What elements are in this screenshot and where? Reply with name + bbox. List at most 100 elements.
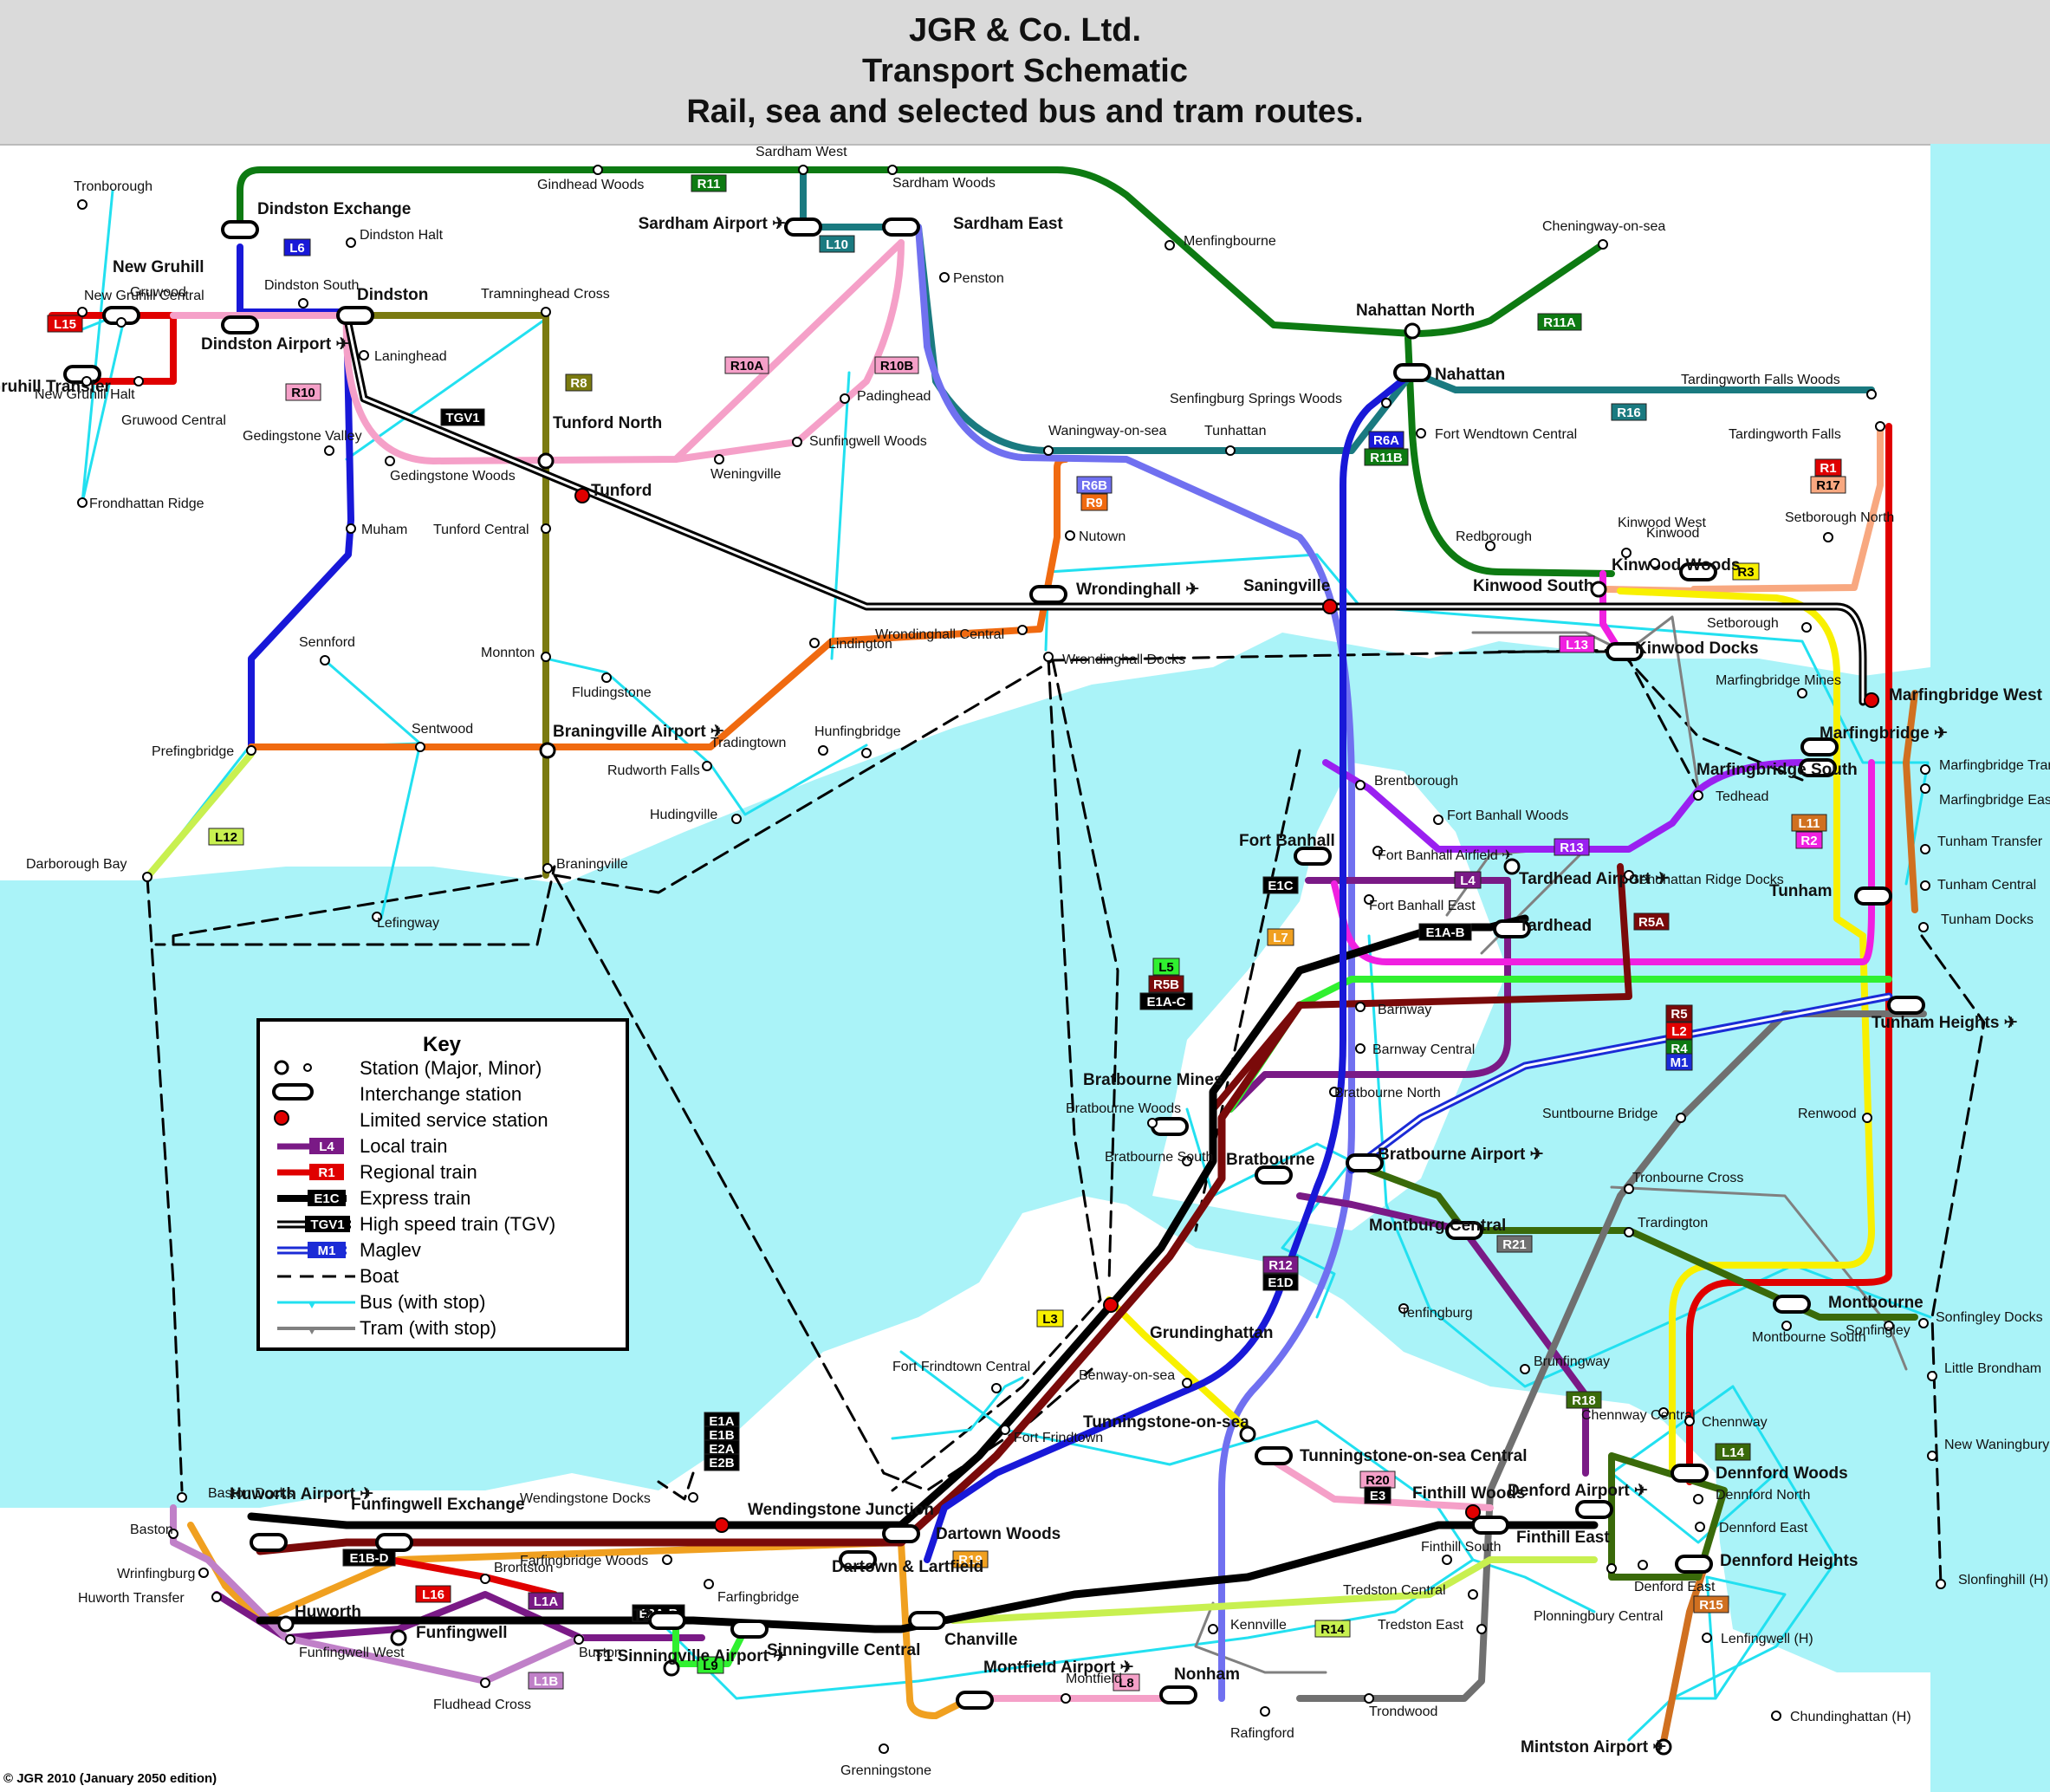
station-chanville[interactable]: Chanville [908,1611,1017,1649]
station-hunfingbridge[interactable]: Hunfingbridge [814,724,901,758]
station-huworth-airport[interactable]: Huworth Airport ✈ [230,1485,373,1552]
station-cheningway-on-sea[interactable]: Cheningway-on-sea [1542,219,1665,250]
station-tedhead[interactable]: Tedhead [1693,789,1768,804]
station-lenfingwell-h[interactable]: Lenfingwell (H) [1702,1632,1813,1646]
station-tunham-docks[interactable]: Tunham Docks [1918,912,2034,932]
station-farfingbridge-woods[interactable]: Farfingbridge Woods [520,1554,672,1568]
station-little-brondham[interactable]: Little Brondham [1927,1361,2041,1381]
station-prefingbridge[interactable]: Prefingbridge [152,744,256,759]
transport-map[interactable] [0,144,2050,1792]
station-wrondinghall-central[interactable]: Wrondinghall Central [875,625,1028,642]
station-sardham-airport[interactable]: Sardham Airport ✈ [639,215,822,237]
station-rudworth-falls[interactable]: Rudworth Falls [607,761,712,778]
station-slonfinghill-h[interactable]: Slonfinghill (H) [1936,1573,2048,1589]
station-lefingway[interactable]: Lefingway [372,912,439,931]
station-fort-banhall-woods[interactable]: Fort Banhall Woods [1433,808,1568,825]
station-dennford-woods[interactable]: Dennford Woods [1670,1464,1848,1483]
station-suntbourne-bridge[interactable]: Suntbourne Bridge [1542,1107,1686,1123]
station-t2[interactable]: T2 [633,1607,686,1630]
station-tunford-north[interactable]: Tunford North [537,414,662,470]
station-tunford-central[interactable]: Tunford Central [433,523,551,537]
station-tunham-transfer[interactable]: Tunham Transfer [1920,834,2043,854]
station-brentborough[interactable]: Brentborough [1355,774,1458,790]
station-rafingford[interactable]: Rafingford [1230,1706,1294,1741]
station-wendingstone-docks[interactable]: Wendingstone Docks [520,1491,698,1506]
station-grenningstone[interactable]: Grenningstone [840,1743,931,1778]
station-wendingstone-junction[interactable]: Wendingstone Junction [714,1501,934,1533]
station-montfield[interactable]: Montfield [1061,1672,1122,1704]
station-dartown-lartfield[interactable]: Dartown & Lartfield [832,1550,983,1576]
station-senfingburg-springs-woods[interactable]: Senfingburg Springs Woods [1170,392,1392,408]
station-brontston[interactable]: Brontston [480,1561,553,1584]
station-kinwood-south[interactable]: Kinwood South [1473,577,1607,598]
station-huworth-transfer[interactable]: Huworth Transfer [78,1591,222,1606]
station-gindhead-woods[interactable]: Gindhead Woods [537,165,644,192]
station-montburg-central[interactable]: Montburg Central [1369,1217,1506,1240]
station-monnton[interactable]: Monnton [481,646,551,662]
station-sardham-east[interactable]: Sardham East [882,215,1063,237]
station-redborough[interactable]: Redborough [1456,529,1532,551]
station-setborough-north[interactable]: Setborough North [1785,510,1894,542]
station-tunham-heights[interactable]: Tunham Heights ✈ [1872,996,2018,1032]
station-buston[interactable]: Buston [574,1634,622,1660]
station-funfingwell-exchange[interactable]: Funfingwell Exchange [351,1496,525,1552]
station-montbourne-south[interactable]: Montbourne South [1752,1321,1866,1345]
station-kinwood[interactable]: Kinwood [1646,526,1699,568]
station-fort-wendtown-central[interactable]: Fort Wendtown Central [1416,427,1577,442]
station-kinwood-docks[interactable]: Kinwood Docks [1606,640,1759,661]
station-trondwood[interactable]: Trondwood [1364,1693,1437,1719]
station-tramninghead-cross[interactable]: Tramninghead Cross [481,287,610,317]
station-tredston-east[interactable]: Tredston East [1378,1618,1487,1634]
station-dennford-north[interactable]: Dennford North [1693,1488,1810,1504]
station-tradingtown[interactable]: Tradingtown [710,736,828,756]
station-barnway-central[interactable]: Barnway Central [1355,1042,1475,1057]
station-tardhead[interactable]: Tardhead [1493,917,1592,938]
station-grundinghattan[interactable]: Grundinghattan [1103,1297,1273,1342]
station-laninghead[interactable]: Laninghead [359,349,447,364]
station-new-gruhill-halt[interactable]: New Gruhill Halt [35,376,135,402]
station-finthill-woods[interactable]: Finthill Woods [1412,1484,1526,1520]
station-baston[interactable]: Baston [130,1523,178,1539]
station-bratbourne-south[interactable]: Bratbourne South [1105,1150,1213,1166]
station-nahattan-north[interactable]: Nahattan North [1356,302,1475,340]
station-gedingstone-woods[interactable]: Gedingstone Woods [385,456,516,484]
station-bratbourne-airport[interactable]: Bratbourne Airport ✈ [1346,1146,1544,1172]
station-muham[interactable]: Muham [346,523,407,537]
station-frondhattan-ridge[interactable]: Frondhattan Ridge [77,497,204,511]
station-montfield-airport[interactable]: Montfield Airport ✈ [956,1659,1134,1710]
station-montbourne[interactable]: Montbourne [1773,1294,1923,1314]
station-new-gruhill-central[interactable]: New Gruhill Central [77,289,204,317]
station-tunningstone-on-sea-central[interactable]: Tunningstone-on-sea Central [1255,1446,1527,1465]
station-dindston-airport[interactable]: Dindston Airport ✈ [201,315,349,354]
station-sardham-woods[interactable]: Sardham Woods [887,165,996,191]
station-t1-sinningville-airport[interactable]: T1 Sinningville Airport ✈ [594,1647,787,1677]
station-fort-banhall[interactable]: Fort Banhall [1239,832,1335,866]
station-trardington[interactable]: Trardington [1624,1216,1708,1237]
station-sardham-west[interactable]: Sardham West [756,145,847,175]
station-benway-on-sea[interactable]: Benway-on-sea [1079,1368,1192,1388]
station-bratbourne-woods[interactable]: Bratbourne Woods [1066,1101,1181,1128]
station-brunfingway[interactable]: Brunfingway [1520,1354,1610,1374]
station-barnway[interactable]: Barnway [1355,1002,1431,1017]
station-chennway[interactable]: Chennway [1684,1415,1768,1430]
station-marfingbridge-west[interactable]: Marfingbridge West [1864,686,2043,708]
station-braningville-airport[interactable]: Braningville Airport ✈ [539,723,724,759]
station-marfingbridge-transfer[interactable]: Marfingbridge Transfer [1920,758,2050,775]
station-tardingworth-falls-woods[interactable]: Tardingworth Falls Woods [1681,373,1877,399]
station-dennford-east[interactable]: Dennford East [1695,1521,1808,1536]
station-nahattan[interactable]: Nahattan [1393,363,1505,384]
station-waningway-on-sea[interactable]: Waningway-on-sea [1043,424,1166,456]
station-finthill-south[interactable]: Finthill South [1421,1540,1502,1565]
station-dindston-halt[interactable]: Dindston Halt [346,228,444,248]
station-mintston-airport[interactable]: Mintston Airport ✈ [1521,1738,1672,1756]
station-marfingbridge[interactable]: Marfingbridge ✈ [1800,724,1948,756]
station-sentwood[interactable]: Sentwood [412,722,473,752]
station-tenfingburg[interactable]: Tenfingburg [1398,1303,1473,1321]
station-marfingbridge-east[interactable]: Marfingbridge East [1920,783,2050,808]
station-dindston[interactable]: Dindston [336,286,428,325]
station-marfingbridge-south[interactable]: Marfingbridge South [1696,758,1858,779]
station-huworth[interactable]: Huworth [277,1603,361,1633]
station-penston[interactable]: Penston [939,271,1004,286]
station-chennway-central[interactable]: Chennway Central [1581,1407,1696,1423]
station-tunham[interactable]: Tunham [1769,882,1892,906]
